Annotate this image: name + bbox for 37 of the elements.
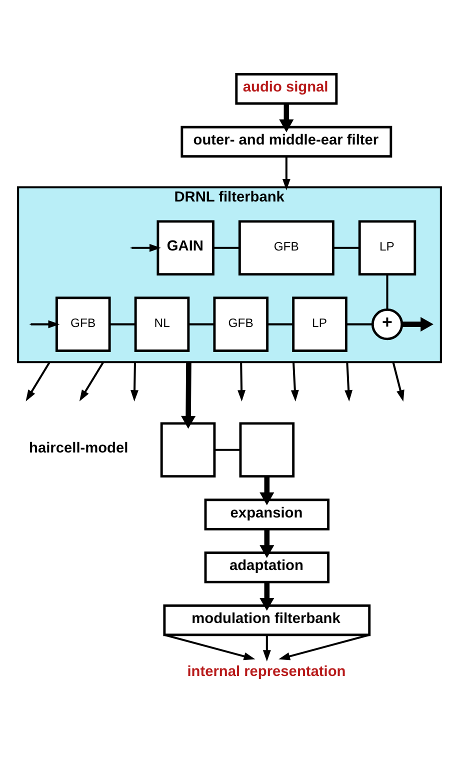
arrow (30, 320, 60, 328)
node-box: GFB (55, 296, 111, 352)
node-box: LP (358, 220, 416, 276)
node-box (160, 422, 216, 478)
connector (188, 323, 214, 326)
connector (346, 323, 373, 326)
node-box: modulation filterbank (163, 604, 371, 636)
node-box: adaptation (204, 552, 330, 584)
connector (267, 323, 294, 326)
arrow (260, 529, 274, 558)
node-box (239, 422, 295, 478)
arrow (262, 634, 271, 662)
connector (214, 246, 240, 249)
node-box: NL (134, 296, 190, 352)
arrow (279, 104, 294, 132)
connector (110, 323, 136, 326)
arrow (402, 316, 434, 332)
node-box: GAIN (156, 220, 214, 276)
node-box: GFB (213, 296, 269, 352)
arrow (164, 634, 256, 660)
node-circle: + (371, 308, 404, 340)
arrow (260, 582, 274, 611)
node-box: LP (292, 296, 348, 352)
node-box: expansion (204, 498, 330, 530)
node-box: audio signal (235, 73, 338, 105)
connector (333, 246, 360, 249)
connector (386, 274, 388, 310)
arrow (181, 362, 196, 429)
arrow (282, 156, 290, 190)
node-box: GFB (238, 220, 334, 276)
label: haircell-model (29, 440, 128, 457)
connector (214, 448, 240, 451)
arrow (132, 244, 161, 252)
arrow (278, 634, 370, 660)
arrow (260, 476, 274, 506)
node-text: internal representation (187, 664, 346, 680)
node-box: outer- and middle-ear filter (180, 126, 392, 158)
